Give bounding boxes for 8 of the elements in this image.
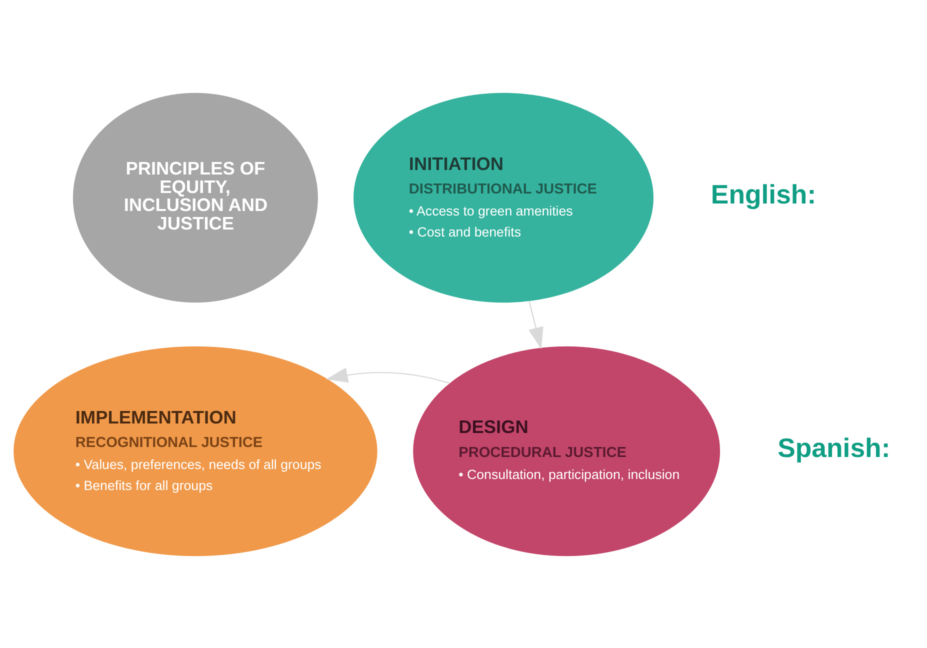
arrow (326, 367, 450, 384)
arrow (528, 300, 544, 349)
node-ellipse: IMPLEMENTATION RECOGNITIONAL JUSTICE • Values, preferences, needs of all groups • Benefits for all groups (14, 346, 378, 556)
label: Spanish: (778, 432, 890, 462)
node-ellipse: DESIGN PROCEDURAL JUSTICE • Consultation, participation, inclusion (413, 346, 720, 556)
label: English: (710, 178, 816, 209)
node-ellipse: PRINCIPLES OF EQUITY, INCLUSION AND JUSTICE (72, 92, 318, 302)
node-ellipse: INITIATION DISTRIBUTIONAL JUSTICE • Access to green amenities • Cost and benefits (354, 92, 654, 302)
